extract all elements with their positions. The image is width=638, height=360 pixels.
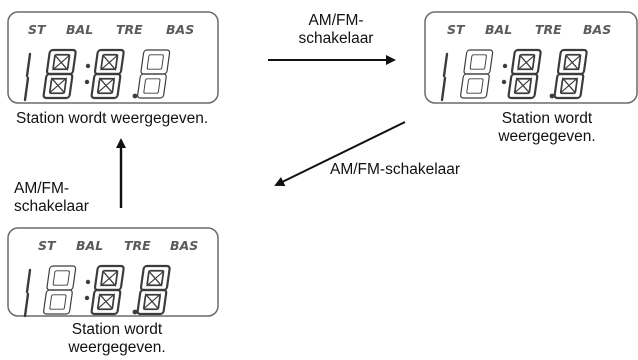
digit-1 [43, 265, 77, 315]
arrow-diagonal [274, 121, 406, 186]
digit-1 [460, 49, 494, 99]
indicator-bas: BAS [166, 22, 194, 37]
caption-top-left: Station wordt weergegeven. [16, 110, 209, 127]
indicator-bas: BAS [170, 238, 198, 253]
lcd-display-top-left: ST BAL TRE BAS [7, 11, 219, 104]
digit-2 [90, 264, 125, 316]
segment-digits [440, 48, 588, 102]
indicator-bal: BAL [485, 22, 512, 37]
digit-one [440, 52, 449, 102]
colon-dot [85, 279, 91, 285]
decimal-dot [132, 93, 138, 99]
arrow-label-top: AM/FM- schakelaar [298, 12, 374, 47]
indicator-tre: TRE [116, 22, 143, 37]
colon-dot [501, 79, 507, 85]
digit-3 [136, 264, 171, 316]
indicator-st: ST [38, 238, 57, 253]
segment-digits [23, 48, 171, 102]
lcd-display-top-right: ST BAL TRE BAS [424, 11, 638, 104]
digit-3 [553, 48, 588, 100]
digit-one [23, 52, 32, 102]
indicator-st: ST [28, 22, 47, 37]
lcd-display-bottom-left: ST BAL TRE BAS [7, 227, 219, 318]
indicator-tre: TRE [535, 22, 562, 37]
arrow-label-left: AM/FM- schakelaar [14, 180, 89, 215]
digit-2 [507, 48, 542, 100]
indicator-bal: BAL [76, 238, 103, 253]
decimal-dot [549, 93, 555, 99]
digit-3 [137, 49, 171, 99]
digit-one [23, 268, 32, 318]
caption-bottom-left: Station wordt weergegeven. [68, 321, 166, 356]
arrow-label-diagonal: AM/FM-schakelaar [330, 161, 461, 178]
colon-dot [85, 63, 91, 69]
digit-2 [90, 48, 125, 100]
caption-top-right: Station wordt weergegeven. [498, 110, 596, 145]
indicator-st: ST [447, 22, 466, 37]
colon-dot [84, 79, 90, 85]
segment-digits [23, 264, 171, 318]
indicator-tre: TRE [124, 238, 151, 253]
colon-dot [502, 63, 508, 69]
decimal-dot [132, 309, 138, 315]
colon-dot [84, 295, 90, 301]
indicator-bas: BAS [583, 22, 611, 37]
indicator-bal: BAL [66, 22, 93, 37]
digit-1 [42, 48, 77, 100]
